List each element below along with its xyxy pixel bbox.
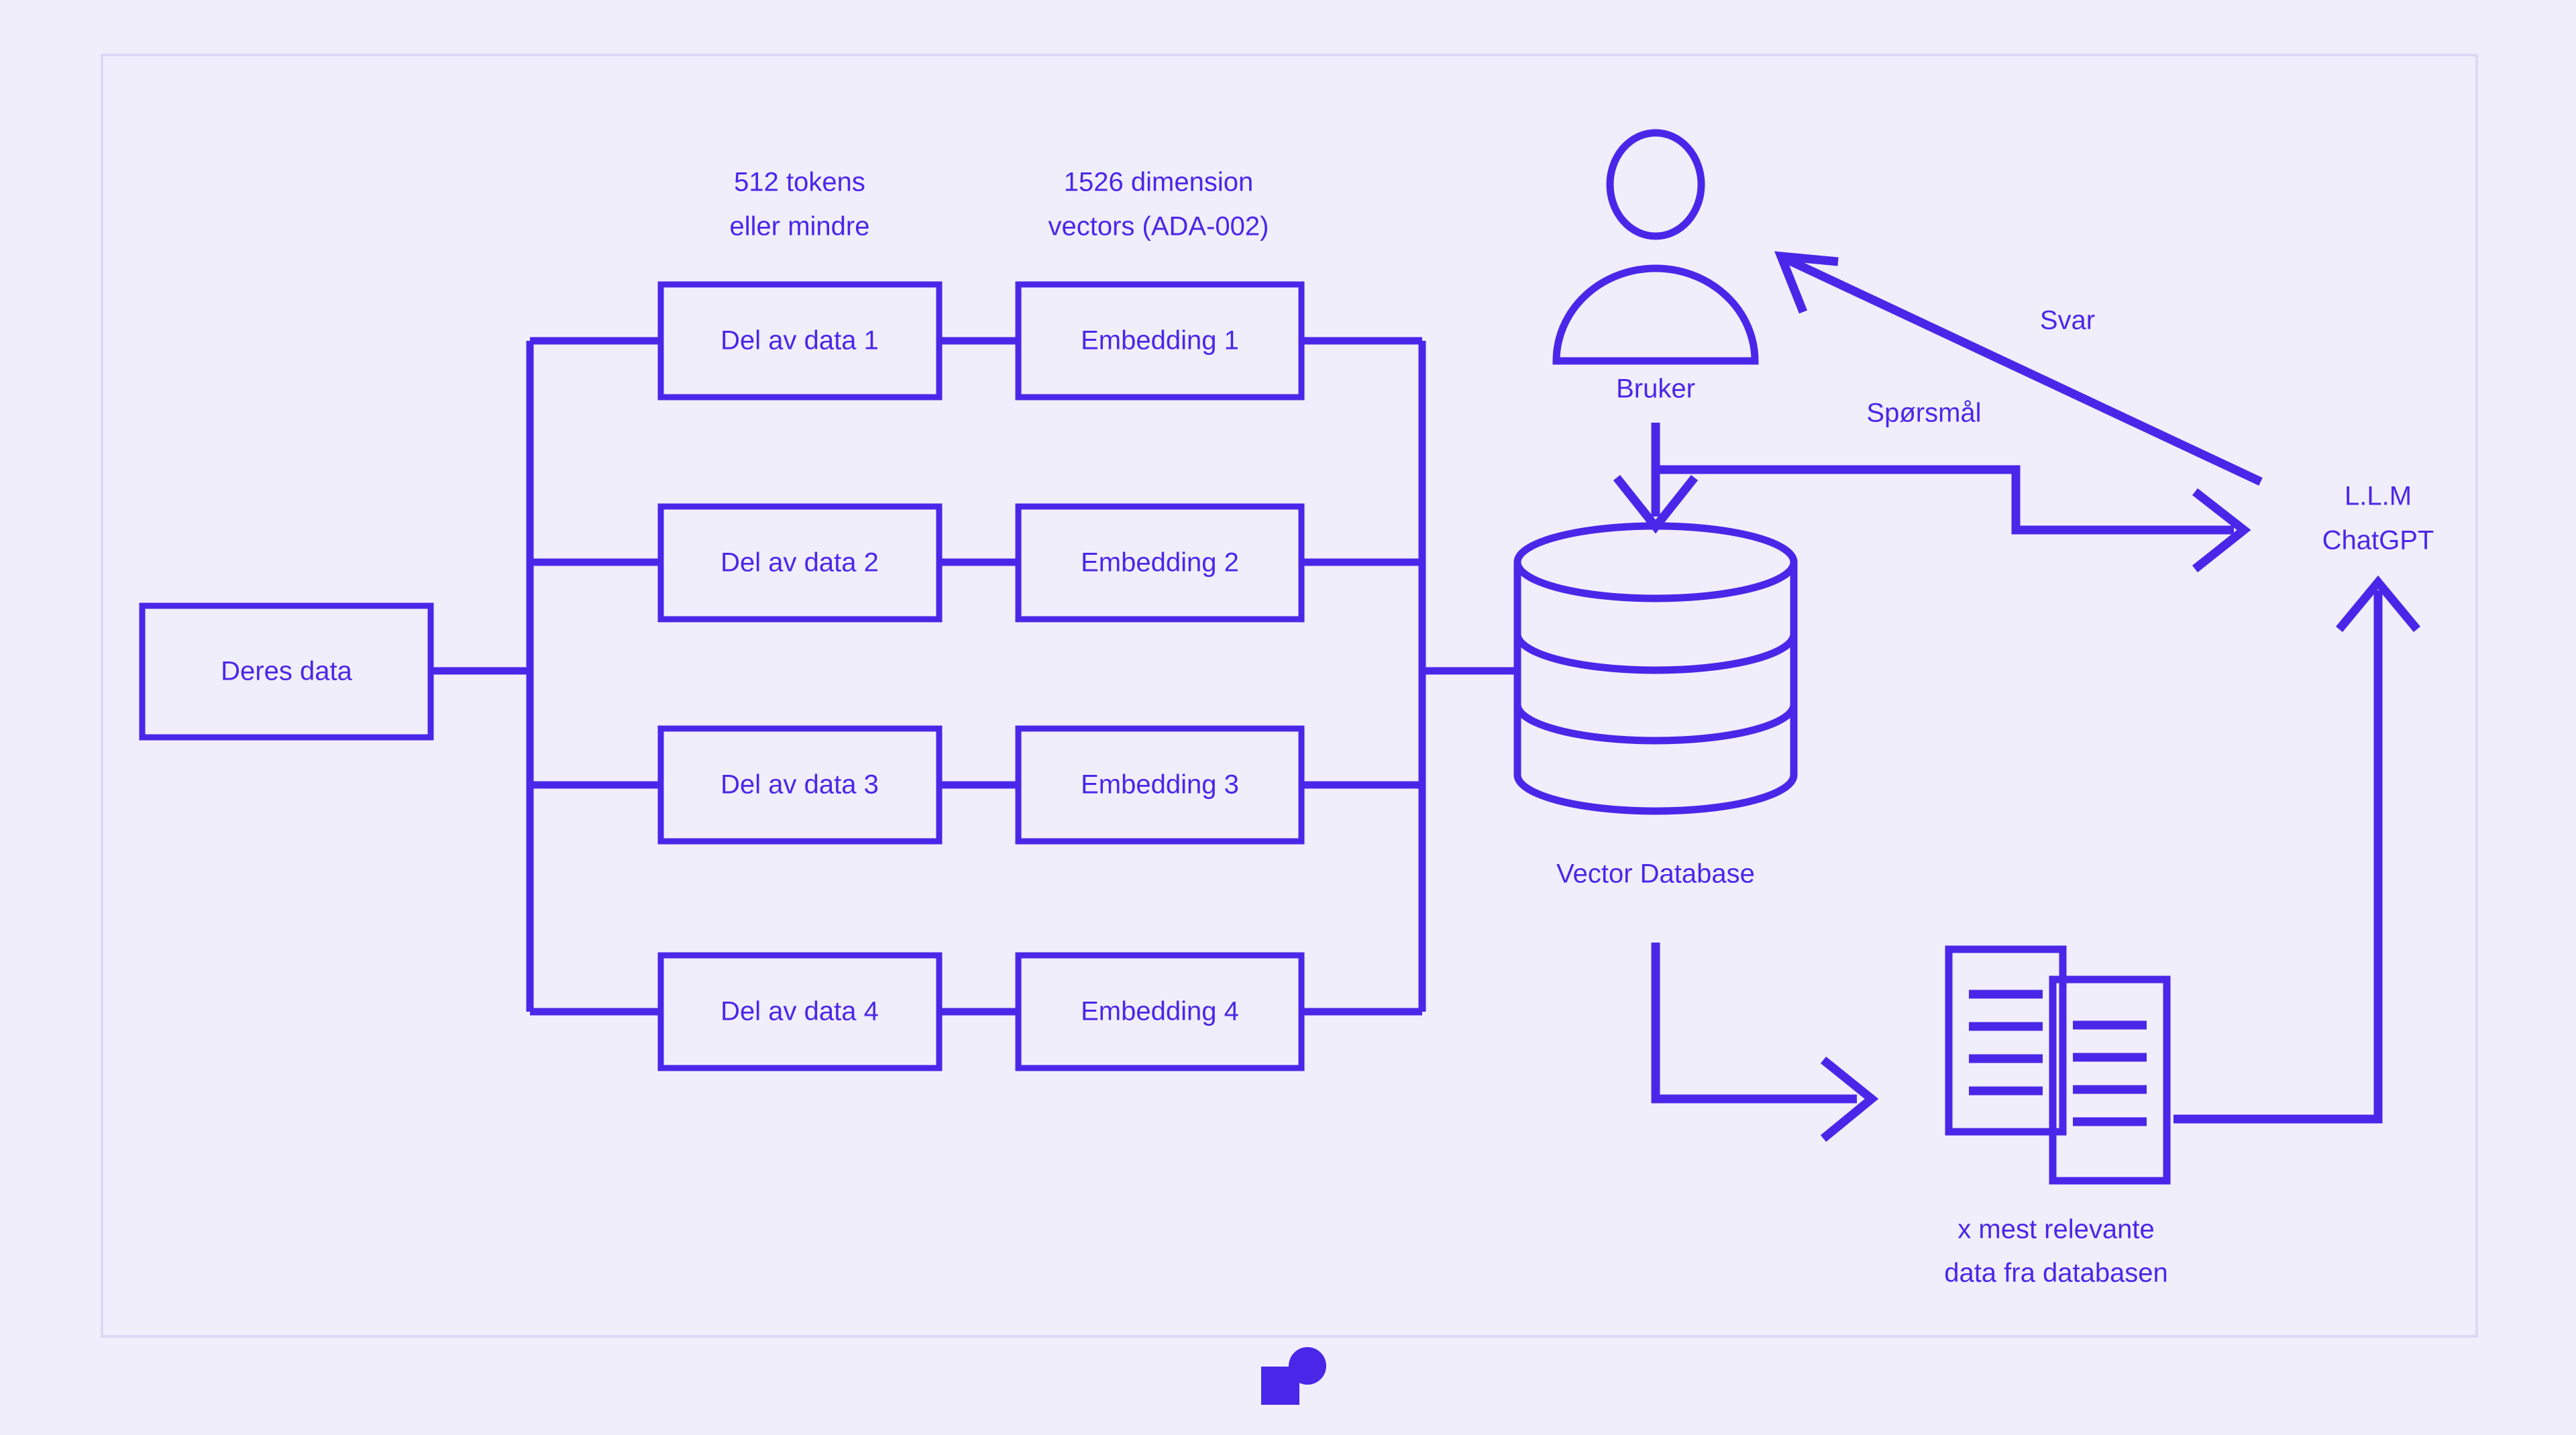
- chunk-node-4[interactable]: Del av data 4: [657, 952, 943, 1071]
- embedding-box-3[interactable]: [1015, 725, 1305, 845]
- source-box[interactable]: [139, 602, 434, 741]
- edge-question-label: Spørsmål: [1866, 398, 1981, 428]
- chunk-node-1[interactable]: Del av data 1: [657, 281, 943, 401]
- embedding-label-2: Embedding 2: [1081, 548, 1239, 578]
- diagram-frame: [101, 54, 2478, 1338]
- chunk-label-2: Del av data 2: [720, 548, 879, 578]
- retrieved-caption-line1: x mest relevante: [1957, 1215, 2154, 1244]
- vector-database-node[interactable]: Vector Database: [1513, 522, 1798, 889]
- chunk-note: 512 tokens eller mindre: [730, 168, 870, 242]
- chunk-box-1[interactable]: [657, 281, 943, 401]
- source-label: Deres data: [221, 657, 352, 686]
- embedding-note: 1526 dimension vectors (ADA-002): [1049, 168, 1269, 242]
- arrow-documents-to-llm: [2174, 575, 2421, 1124]
- edge-question: Spørsmål: [1656, 398, 2251, 573]
- source-node[interactable]: Deres data: [139, 602, 434, 741]
- embedding-label-1: Embedding 1: [1081, 326, 1239, 356]
- retrieved-documents-node[interactable]: x mest relevante data fra databasen: [1944, 945, 2171, 1288]
- embedding-node-3[interactable]: Embedding 3: [1015, 725, 1305, 845]
- brand-logo-mark: [1261, 1347, 1326, 1405]
- database-cylinder-icon: [1513, 522, 1798, 815]
- llm-node[interactable]: L.L.M ChatGPT: [2322, 482, 2434, 555]
- embedding-note-line1: 1526 dimension: [1064, 168, 1253, 197]
- embedding-box-1[interactable]: [1015, 281, 1305, 401]
- chunk-node-3[interactable]: Del av data 3: [657, 725, 943, 845]
- chunk-box-3[interactable]: [657, 725, 943, 845]
- chunk-label-3: Del av data 3: [720, 770, 879, 800]
- retrieved-caption-line2: data fra databasen: [1944, 1259, 2168, 1288]
- chunk-note-line1: 512 tokens: [734, 168, 865, 197]
- embedding-label-3: Embedding 3: [1081, 770, 1239, 800]
- logo-circle: [1289, 1347, 1326, 1385]
- chunk-box-2[interactable]: [657, 503, 943, 623]
- chunk-label-4: Del av data 4: [720, 997, 879, 1026]
- chunk-label-1: Del av data 1: [720, 326, 879, 356]
- user-person-icon: [1552, 129, 1759, 365]
- edge-answer: Svar: [1774, 251, 2263, 486]
- embedding-node-4[interactable]: Embedding 4: [1015, 952, 1305, 1071]
- chunk-note-line2: eller mindre: [730, 212, 870, 242]
- llm-label-line2: ChatGPT: [2322, 526, 2434, 555]
- document-icon-back: [1945, 945, 2067, 1136]
- chunk-node-2[interactable]: Del av data 2: [657, 503, 943, 623]
- edge-answer-label: Svar: [2040, 306, 2095, 335]
- arrow-user-to-database: [1613, 423, 1699, 534]
- embedding-note-line2: vectors (ADA-002): [1049, 212, 1269, 242]
- arrow-database-to-documents: [1651, 943, 1879, 1142]
- llm-label-line1: L.L.M: [2345, 482, 2412, 511]
- embedding-node-1[interactable]: Embedding 1: [1015, 281, 1305, 401]
- user-node[interactable]: Bruker: [1552, 129, 1759, 404]
- pipeline-wiring: [429, 337, 1517, 1016]
- vector-database-label: Vector Database: [1556, 859, 1755, 889]
- document-icon-front: [2049, 975, 2171, 1185]
- embedding-label-4: Embedding 4: [1081, 997, 1239, 1026]
- embedding-node-2[interactable]: Embedding 2: [1015, 503, 1305, 623]
- chunk-box-4[interactable]: [657, 952, 943, 1071]
- user-label: Bruker: [1616, 374, 1695, 404]
- embedding-box-2[interactable]: [1015, 503, 1305, 623]
- embedding-box-4[interactable]: [1015, 952, 1305, 1071]
